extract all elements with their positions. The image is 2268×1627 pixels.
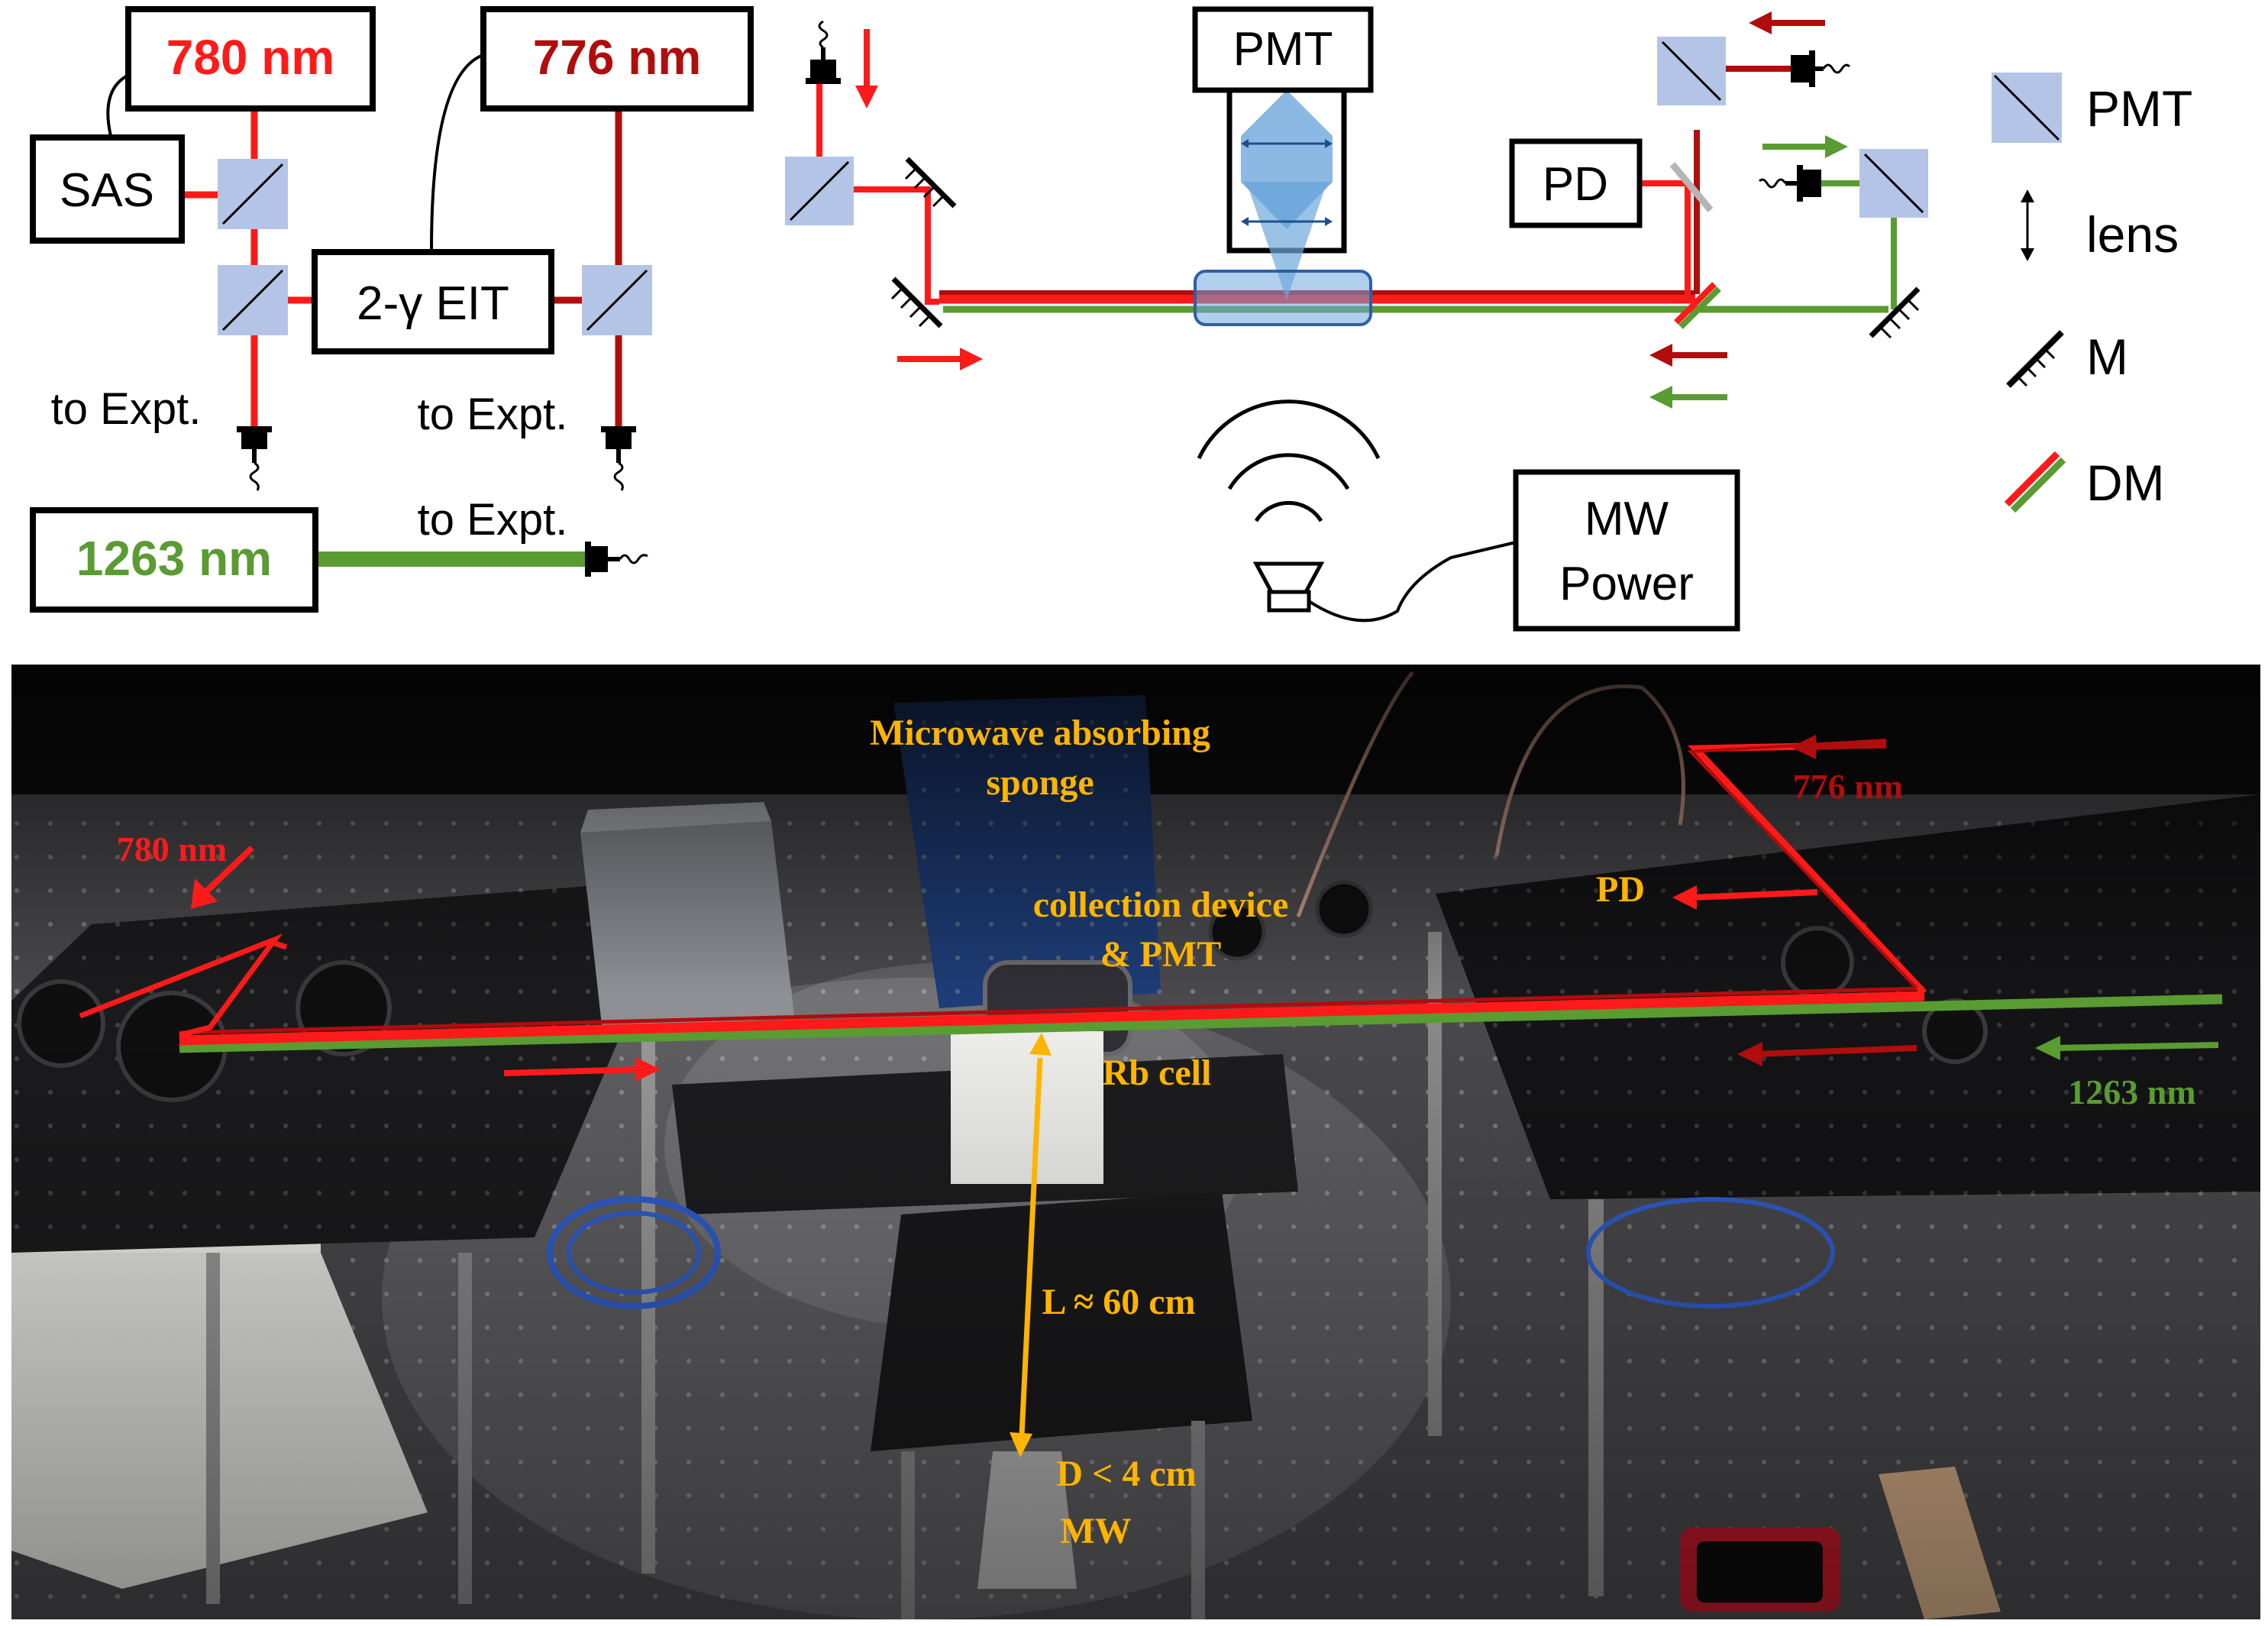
photo-arrow-776	[1791, 735, 1887, 759]
mw-power-box: MW Power	[1513, 469, 1740, 632]
svg-text:780 nm: 780 nm	[166, 30, 335, 85]
rb-cell	[1194, 270, 1372, 326]
svg-text:Power: Power	[1559, 558, 1694, 610]
mirror-1	[904, 157, 957, 209]
photo-arrow-776-b	[1737, 1042, 1917, 1066]
laser-1263-box: 1263 nm	[30, 507, 318, 613]
mw-cable	[1307, 541, 1517, 623]
legend-label-lens: lens	[2086, 206, 2179, 263]
beam-splitter-exp-2	[1657, 37, 1726, 105]
photo-label-rb-cell: Rb cell	[1103, 1053, 1212, 1093]
beam-780-path	[816, 84, 939, 305]
legend: PMT lens M DM	[1992, 73, 2192, 513]
arrow-1263-bottom	[1649, 386, 1727, 409]
arrow-1263-top	[1762, 135, 1848, 158]
mirror-3	[1869, 286, 1921, 339]
lens-icon	[2021, 189, 2034, 261]
pickoff-plate	[1669, 162, 1714, 212]
photo-label-mw: MW	[1060, 1511, 1131, 1551]
fiber-coupler-1263	[585, 542, 648, 577]
to-expt-label-3: to Expt.	[418, 495, 568, 545]
photo-arrow-780-b	[503, 1057, 661, 1082]
photo-label-780: 780 nm	[117, 830, 227, 868]
photo-label-collection-1: collection device	[1033, 885, 1289, 925]
photo-label-distance-l: L ≈ 60 cm	[1042, 1282, 1196, 1322]
laser-776-box: 776 nm	[480, 6, 754, 112]
legend-label-m: M	[2086, 328, 2128, 385]
photo-beam-780-path	[79, 933, 283, 1038]
eit-box: 2-γ EIT	[312, 249, 554, 354]
photo-label-distance-d: D < 4 cm	[1056, 1454, 1196, 1494]
lab-photo: 780 nm 776 nm 1263 nm Microwave absorbin…	[11, 665, 2260, 1619]
photo-arrow-pd	[1672, 885, 1818, 910]
photo-beam-red-main	[179, 991, 1925, 1046]
arrow-780-bottom	[897, 348, 983, 370]
photo-label-sponge-1: Microwave absorbing	[870, 713, 1210, 753]
mirror-2	[890, 277, 943, 328]
beam-splitter-2	[218, 265, 288, 335]
fiber-input-776	[1791, 50, 1851, 87]
cable-eit	[430, 52, 489, 251]
photo-label-pd: PD	[1596, 869, 1645, 910]
svg-text:SAS: SAS	[60, 164, 154, 217]
beam-splitter-1	[218, 159, 288, 229]
photo-label-sponge-2: sponge	[986, 762, 1094, 803]
distance-arrow	[1010, 1033, 1052, 1457]
beam-splitter-exp-3	[1859, 149, 1928, 218]
beam-splitter-icon	[1992, 73, 2062, 143]
svg-text:MW: MW	[1585, 493, 1669, 545]
mirror-icon	[2006, 330, 2064, 388]
beam-splitter-exp-1	[785, 157, 854, 225]
photo-label-776: 776 nm	[1793, 767, 1903, 806]
photo-label-1263: 1263 nm	[2068, 1072, 2195, 1111]
laser-780-box: 780 nm	[125, 6, 376, 112]
arrow-776-bottom	[1649, 344, 1727, 367]
pd-box: PD	[1509, 138, 1643, 228]
svg-text:2-γ EIT: 2-γ EIT	[357, 277, 509, 330]
svg-text:776 nm: 776 nm	[533, 30, 702, 85]
to-expt-label-2: to Expt.	[418, 390, 568, 439]
svg-text:1263 nm: 1263 nm	[76, 531, 272, 586]
dichroic-mirror	[1674, 282, 1721, 329]
mw-horn	[1197, 399, 1517, 623]
photo-beam-780-in	[273, 940, 288, 950]
photo-arrow-780	[191, 846, 254, 909]
legend-label-dm: DM	[2086, 454, 2165, 511]
fiber-coupler-780	[237, 426, 272, 491]
fiber-coupler-776	[601, 426, 636, 491]
experiment-setup: PMT PD MW Power	[785, 6, 1928, 632]
fiber-input-1263	[1758, 165, 1821, 202]
fiber-input-780	[806, 20, 841, 84]
legend-label-pmt: PMT	[2086, 80, 2192, 137]
laser-system: 780 nm 776 nm SAS 2-γ EIT 1263 nm	[30, 6, 754, 613]
to-expt-label-1: to Expt.	[51, 384, 202, 434]
photo-beam-darkred-main	[179, 986, 1925, 1035]
beam-splitter-3	[582, 265, 652, 335]
svg-text:PD: PD	[1543, 158, 1608, 211]
pmt-assembly	[1226, 87, 1347, 299]
pmt-box: PMT	[1192, 6, 1374, 93]
photo-label-collection-2: & PMT	[1100, 934, 1222, 975]
dichroic-mirror-icon	[2004, 451, 2066, 513]
cable-sas	[106, 75, 128, 137]
sas-box: SAS	[30, 134, 185, 244]
svg-text:PMT: PMT	[1233, 23, 1333, 76]
photo-arrow-1263	[2035, 1036, 2219, 1060]
photo-beam-green	[179, 994, 2223, 1053]
arrow-776-top	[1749, 11, 1825, 34]
